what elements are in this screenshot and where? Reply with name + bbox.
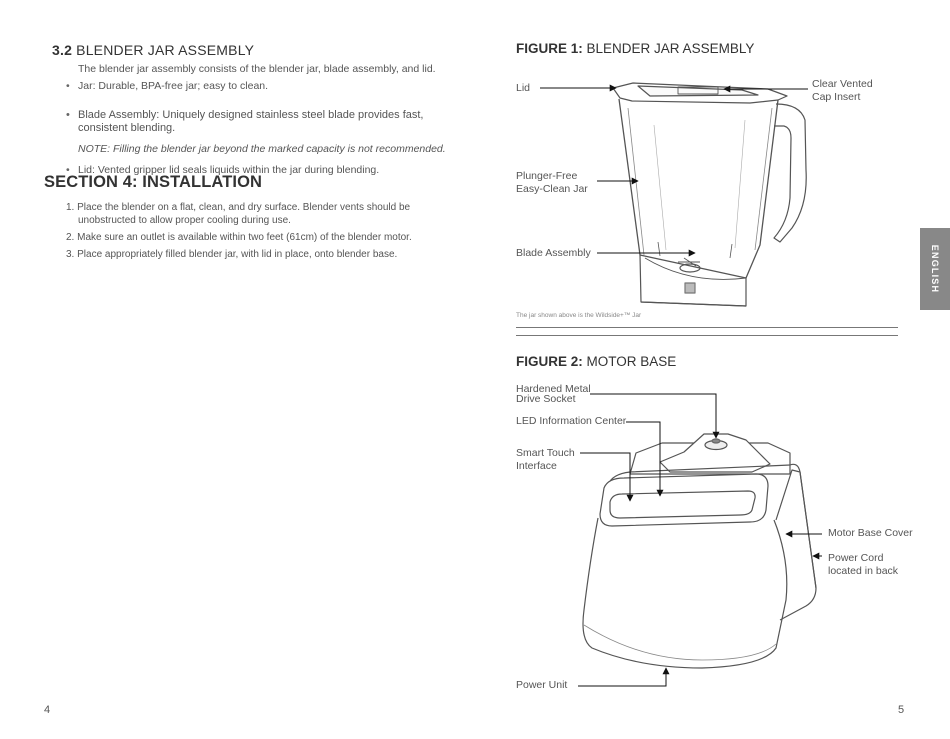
section-3-2-heading: 3.2 BLENDER JAR ASSEMBLY: [52, 42, 254, 58]
callout-base-cover: Motor Base Cover: [828, 527, 913, 539]
arrow-drive-socket: [590, 393, 720, 439]
figure-2-name: MOTOR BASE: [586, 354, 677, 369]
socket-tower: [659, 433, 771, 473]
install-step-3: 3. Place appropriately filled blender ja…: [66, 249, 398, 260]
figure-1-title: FIGURE 1: BLENDER JAR ASSEMBLY: [516, 41, 754, 56]
divider-bottom: [516, 335, 898, 336]
callout-socket-line2: Drive Socket: [516, 393, 576, 405]
callout-cord-line2: located in back: [828, 564, 899, 577]
figure-2-arrows: [578, 393, 822, 687]
jar-coupling: [684, 282, 696, 294]
callout-power-unit: Power Unit: [516, 679, 568, 691]
callout-blade-assembly: Blade Assembly: [516, 247, 591, 259]
jar-mid-line: [653, 124, 667, 251]
callout-cap-line1: Clear Vented: [812, 78, 873, 90]
blade-hub: [679, 263, 701, 273]
capacity-note: NOTE: Filling the blender jar beyond the…: [78, 143, 446, 155]
arrow-power-unit: [578, 667, 670, 687]
language-tab: ENGLISH: [920, 228, 950, 310]
callout-jar-line2: Easy-Clean Jar: [516, 182, 588, 195]
blade-area: [644, 257, 747, 280]
callout-cap-line2: Cap Insert: [812, 90, 861, 103]
jar-inner-right: [754, 107, 773, 251]
callout-jar-line1: Plunger-Free: [516, 170, 578, 182]
page-number-left: 4: [44, 704, 51, 716]
jar-handle: [773, 103, 807, 243]
base-side: [775, 469, 817, 621]
callout-touch-line2: Interface: [516, 459, 557, 472]
cap-handle: [677, 86, 719, 95]
section-number: 3.2: [52, 42, 73, 58]
blade: [678, 257, 700, 267]
bullet-jar: Jar: Durable, BPA-free jar; easy to clea…: [66, 80, 458, 93]
bullet-blade-assembly: Blade Assembly: Uniquely designed stainl…: [66, 109, 453, 135]
callout-cord-line1: Power Cord: [828, 552, 884, 564]
callout-socket-line1: Hardened Metal: [516, 383, 591, 395]
base-upper-body: [607, 463, 817, 589]
divider-top: [516, 327, 898, 328]
blade-guard-left: [657, 241, 661, 257]
base-main-body: [582, 517, 788, 669]
install-step-2: 2. Make sure an outlet is available with…: [66, 232, 412, 243]
callout-touch-line1: Smart Touch: [516, 447, 575, 459]
figure-2-title: FIGURE 2: MOTOR BASE: [516, 354, 676, 369]
callout-power-cord: Power Cord located in back: [828, 552, 899, 577]
section-4-heading: SECTION 4: INSTALLATION: [44, 173, 263, 191]
figure-1-label: FIGURE 1:: [516, 41, 583, 56]
section-title: BLENDER JAR ASSEMBLY: [76, 42, 255, 58]
jar-mid-line-2: [734, 119, 746, 249]
blade-guard-right: [729, 243, 733, 259]
page-number-right: 5: [898, 704, 905, 716]
figure-1-arrows: [540, 84, 808, 257]
figure-2-label: FIGURE 2:: [516, 354, 583, 369]
jar-base-bottom: [640, 301, 747, 307]
callout-jar: Plunger-Free Easy-Clean Jar: [516, 170, 588, 195]
blender-jar-illustration: [612, 82, 807, 307]
install-step-1: 1. Place the blender on a flat, clean, a…: [66, 202, 411, 226]
arrow-smart-touch: [580, 452, 634, 502]
jar-base: [639, 254, 747, 307]
callout-smart-touch: Smart Touch Interface: [516, 447, 575, 472]
cap-insert: [637, 85, 759, 97]
control-panel: [609, 490, 756, 519]
figure-1-caption: The jar shown above is the Wildside+™ Ja…: [516, 312, 642, 319]
callout-drive-socket: Hardened Metal Drive Socket: [516, 383, 591, 405]
bullet-lid: Lid: Vented gripper lid seals liquids wi…: [66, 164, 458, 177]
callout-cap-insert: Clear Vented Cap Insert: [812, 78, 873, 103]
base-bottom-edge: [583, 624, 777, 661]
motor-base-illustration: [582, 433, 817, 669]
drive-socket-center: [711, 438, 721, 444]
callout-lid: Lid: [516, 82, 531, 94]
figure-1-name: BLENDER JAR ASSEMBLY: [586, 41, 755, 56]
jar-body: [618, 98, 779, 279]
arrow-led: [626, 421, 664, 497]
section-3-2-intro: The blender jar assembly consists of the…: [78, 63, 436, 75]
callout-led: LED Information Center: [516, 415, 627, 427]
